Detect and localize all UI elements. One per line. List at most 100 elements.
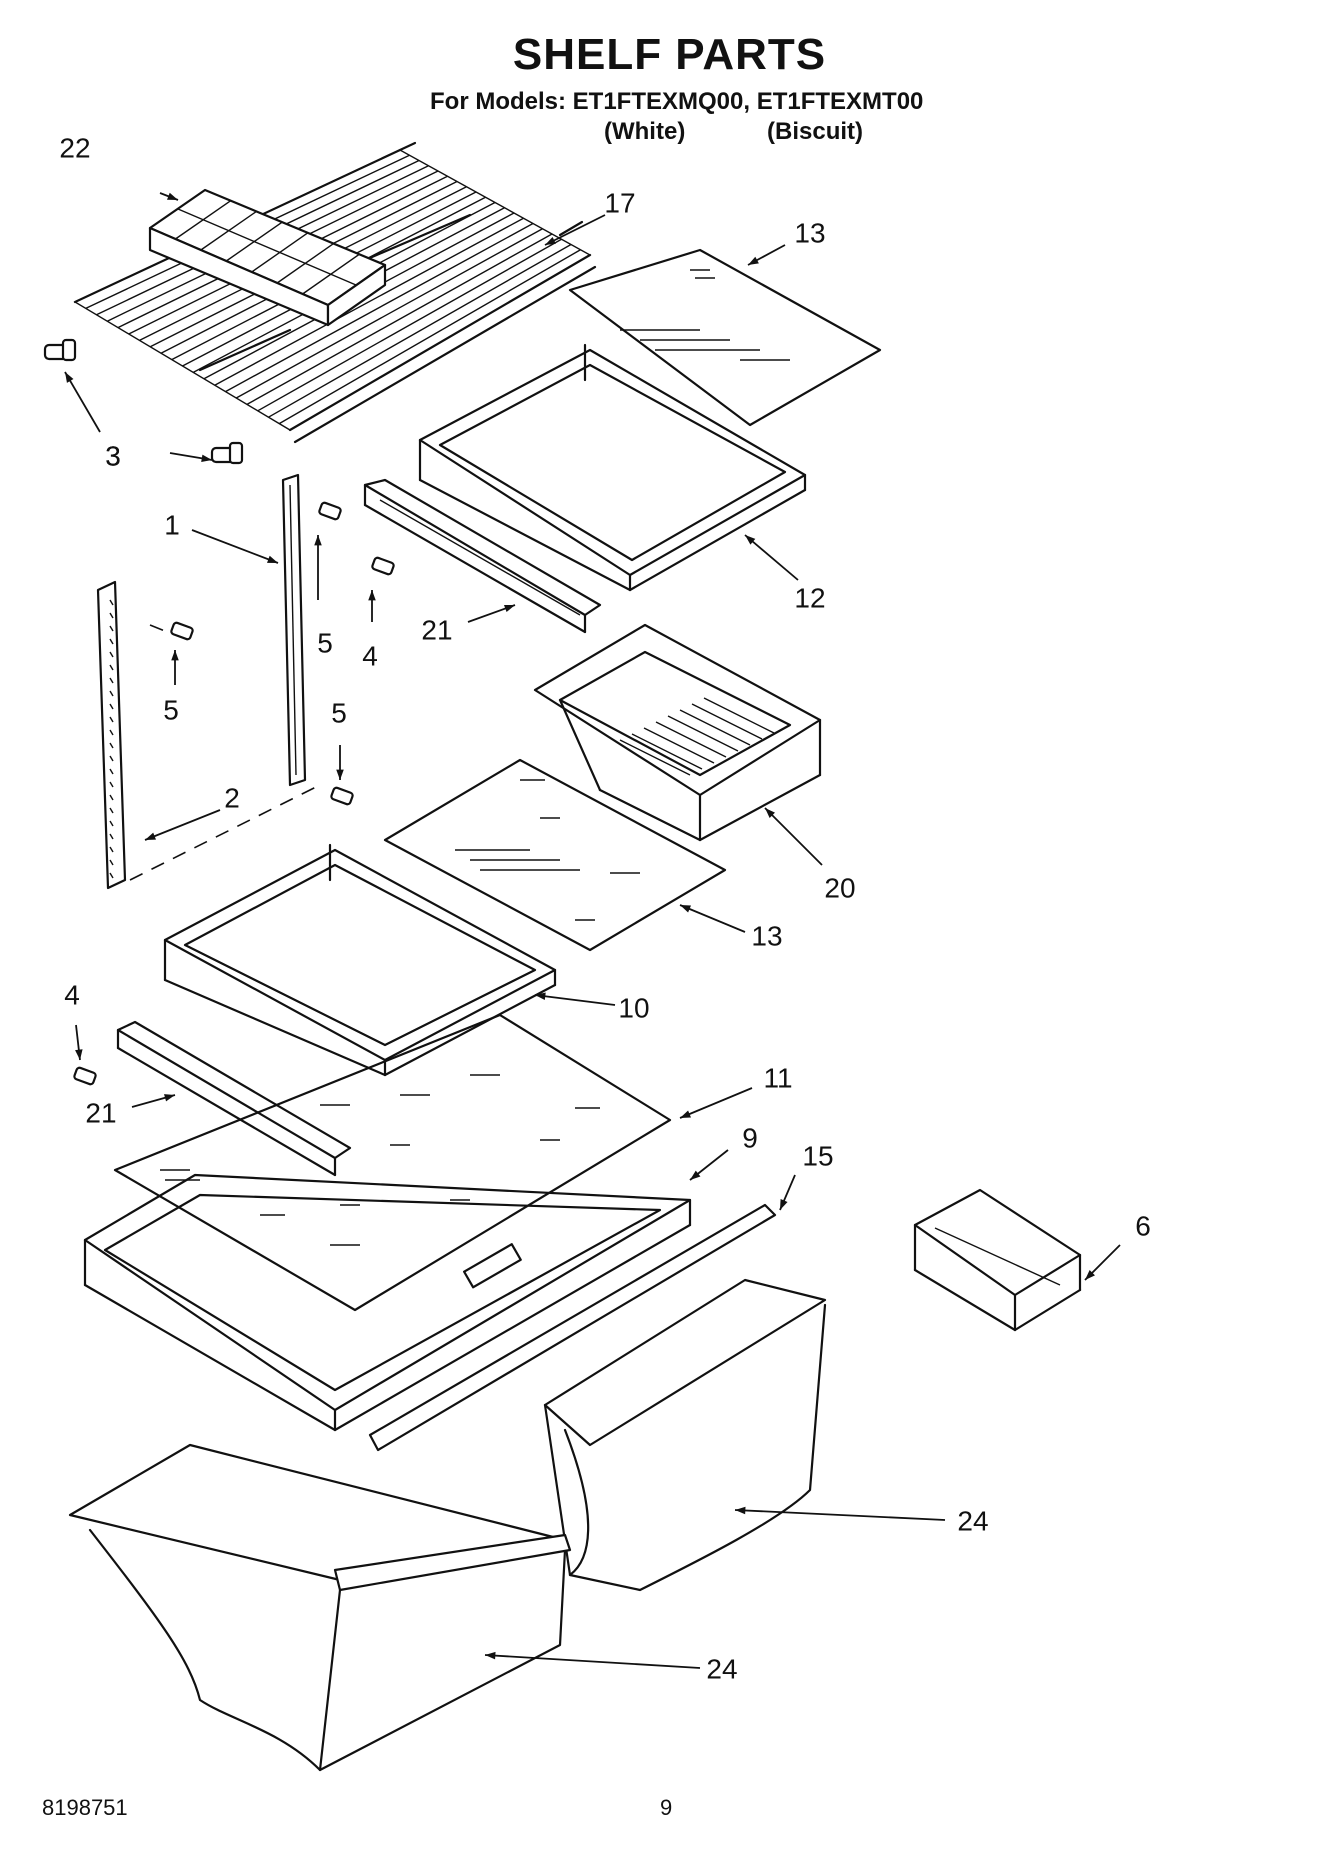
callout-arrowhead	[65, 372, 74, 383]
callout-arrowhead	[267, 555, 278, 563]
callout-9: 9	[689, 1122, 758, 1181]
callout-number: 21	[421, 614, 452, 645]
callout-number: 5	[317, 627, 333, 658]
callout-arrowhead	[745, 535, 756, 545]
callout-number: 4	[64, 979, 80, 1010]
callout-24: 24	[734, 1505, 989, 1536]
callout-22: 22	[59, 132, 179, 201]
basket-drawing	[533, 623, 822, 842]
variant-white-label: (White)	[604, 118, 686, 145]
callout-5: 5	[331, 697, 347, 780]
variant-biscuit-label: (Biscuit)	[767, 118, 863, 145]
callout-number: 24	[706, 1653, 737, 1684]
callout-arrowhead	[535, 992, 546, 1001]
callout-number: 3	[105, 440, 121, 471]
callout-13: 13	[679, 904, 783, 951]
callout-arrowhead	[735, 1506, 746, 1515]
callout-arrowhead	[336, 769, 344, 780]
callout-leader-line	[679, 1087, 753, 1119]
crisper-drawer-front-drawing	[68, 1443, 572, 1772]
callout-3: 3	[105, 440, 213, 471]
callout-arrowhead	[75, 1049, 83, 1060]
callout-arrowhead	[164, 1094, 175, 1102]
document-number: 8198751	[42, 1795, 128, 1820]
callout-leader-line	[679, 904, 746, 933]
shelf-frame-middle-drawing	[163, 843, 557, 1077]
glass-shine-lower	[160, 1074, 600, 1246]
callout-leader-line	[744, 534, 799, 581]
callout-number: 22	[59, 132, 90, 163]
callout-number: 21	[85, 1097, 116, 1128]
callout-15: 15	[779, 1140, 834, 1211]
callout-number: 5	[331, 697, 347, 728]
callout-21: 21	[421, 604, 516, 645]
glass-shelf-middle-drawing	[383, 758, 727, 952]
callout-12: 12	[744, 534, 826, 613]
callout-number: 11	[763, 1062, 792, 1093]
callout-arrowhead	[780, 1199, 788, 1210]
screws-drawing	[73, 501, 395, 1086]
callout-number: 10	[618, 992, 649, 1023]
callout-arrowhead	[145, 832, 156, 840]
ice-tray-drawing	[148, 188, 387, 327]
callout-5: 5	[163, 650, 179, 725]
shelf-frame-upper-drawing	[418, 343, 807, 592]
callout-6: 6	[1084, 1210, 1151, 1281]
callout-number: 20	[824, 872, 855, 903]
callout-20: 20	[764, 807, 856, 903]
shelf-bracket-upper-drawing	[363, 478, 602, 634]
callout-number: 4	[362, 640, 378, 671]
callout-17: 17	[544, 187, 636, 246]
callout-number: 13	[794, 217, 825, 248]
callout-arrowhead	[680, 1110, 691, 1118]
callout-arrowhead	[167, 192, 178, 200]
callout-arrowhead	[368, 590, 376, 601]
callout-3: 3	[64, 371, 121, 471]
callout-arrowhead	[765, 808, 775, 818]
callout-arrowhead	[314, 535, 322, 546]
callout-leader-line	[734, 1509, 946, 1521]
callout-24: 24	[484, 1651, 738, 1684]
callout-arrowhead	[504, 604, 515, 613]
callout-arrowhead	[680, 905, 691, 913]
crisper-cover-frame-drawing	[83, 1173, 692, 1432]
callout-4: 4	[362, 590, 378, 671]
callout-arrowhead	[748, 256, 759, 265]
callout-number: 9	[742, 1122, 758, 1153]
page-number: 9	[660, 1795, 673, 1820]
callout-number: 5	[163, 694, 179, 725]
glass-shelf-lower-drawing	[113, 1013, 672, 1312]
callout-leader-line	[64, 371, 101, 433]
callout-21: 21	[85, 1094, 176, 1128]
callout-5: 5	[314, 535, 333, 658]
callout-number: 17	[604, 187, 635, 218]
shelf-ladder-right-drawing	[281, 473, 307, 787]
callout-number: 24	[957, 1505, 988, 1536]
callout-13: 13	[747, 217, 826, 266]
page-title: SHELF PARTS	[512, 30, 827, 79]
callout-number: 3	[105, 440, 121, 471]
callout-arrowhead	[171, 650, 179, 661]
shelf-bracket-lower-drawing	[116, 1020, 352, 1177]
small-bin-drawing	[913, 1188, 1082, 1332]
callout-arrowhead	[690, 1170, 701, 1180]
glass-shine-middle	[455, 779, 640, 921]
callout-number: 13	[751, 920, 782, 951]
models-line: For Models: ET1FTEXMQ00, ET1FTEXMT00	[430, 88, 924, 115]
glass-shine-upper	[620, 269, 790, 361]
callout-2: 2	[144, 782, 240, 841]
callout-number: 15	[802, 1140, 833, 1171]
callout-leader-line	[144, 809, 221, 841]
callout-arrowhead	[201, 454, 212, 463]
callout-arrowhead	[485, 1651, 496, 1660]
callout-4: 4	[64, 979, 83, 1061]
callout-number: 12	[794, 582, 825, 613]
callout-leader-line	[191, 529, 279, 564]
callout-leader-line	[484, 1654, 701, 1669]
callout-leader-line	[544, 214, 606, 246]
shelf-pin-drawing	[43, 338, 244, 465]
glass-shelf-upper-drawing	[568, 248, 882, 427]
callout-number: 2	[224, 782, 240, 813]
